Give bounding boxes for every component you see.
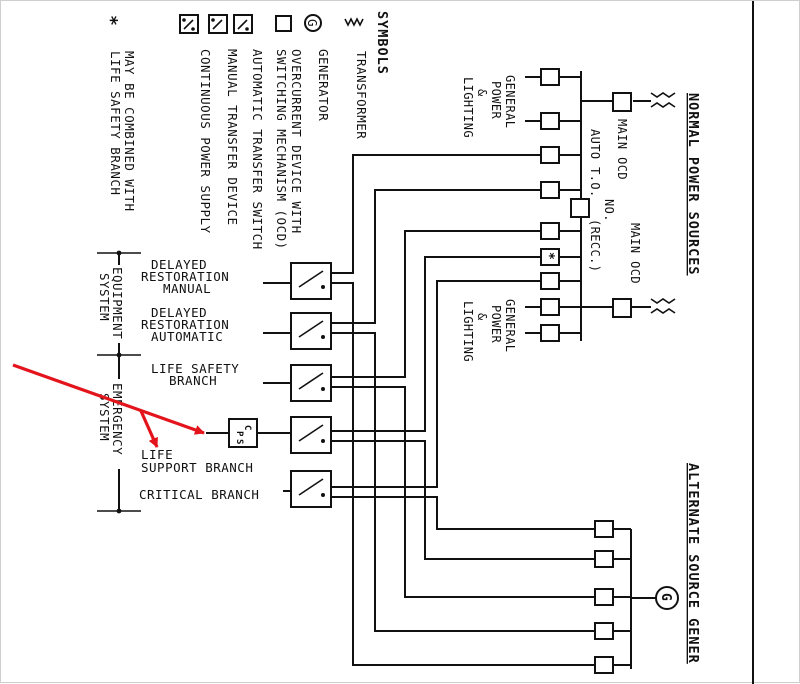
equipment-l2: SYSTEM (97, 273, 112, 321)
transformer-2-icon (650, 298, 676, 314)
normal-sources: NORMAL POWER SOURCES MAIN OCD GENERAL PO… (461, 68, 701, 362)
cr-l1: CRITICAL BRANCH (139, 487, 259, 502)
da-l3: AUTOMATIC (151, 329, 223, 344)
dm-l2: RESTORATION (141, 269, 229, 284)
gp2-l2: POWER (489, 305, 503, 343)
main-ocd-1-label: MAIN OCD (615, 119, 629, 180)
normal-title: NORMAL POWER SOURCES (685, 93, 701, 276)
transfer-switches (290, 262, 332, 508)
gp1-l2: POWER (489, 81, 503, 119)
manual-transfer-switch-icon (208, 14, 228, 34)
da-l1: DELAYED (151, 305, 207, 320)
legend-ocd-label-1: OVERCURRENT DEVICE WITH (289, 49, 304, 234)
generator-main-glyph: G (658, 593, 673, 601)
ls-l2: BRANCH (169, 373, 217, 388)
bus1-ocd-1 (540, 68, 560, 86)
switch-delayed-automatic (290, 312, 332, 350)
automatic-transfer-switch-icon (233, 14, 253, 34)
gp1-l1: GENERAL (503, 75, 517, 128)
bus1-ocd-3 (540, 146, 560, 164)
legend-note-1: MAY BE COMBINED WITH (122, 51, 137, 212)
symbols-title: SYMBOLS (374, 11, 390, 75)
main-ocd-2-box (612, 298, 632, 318)
dm-l1: DELAYED (151, 257, 207, 272)
switch-critical (290, 470, 332, 508)
cps-glyph-p: P (234, 431, 244, 437)
legend-ats-label: AUTOMATIC TRANSFER SWITCH (250, 49, 265, 250)
gp1-l4: LIGHTING (461, 77, 475, 138)
bus2-ocd-5 (540, 324, 560, 342)
switch-life-support (290, 416, 332, 454)
bus1-ocd-2 (540, 112, 560, 130)
bus2-ocd-4 (540, 298, 560, 316)
alt-ocd-4 (594, 622, 614, 640)
da-l2: RESTORATION (141, 317, 229, 332)
lsu-l2: SUPPORT BRANCH (141, 460, 253, 475)
switch-delayed-manual (290, 262, 332, 300)
legend-transformer-label: TRANSFORMER (354, 51, 369, 139)
alt-ocd-2 (594, 550, 614, 568)
bus2-ocd-1 (540, 222, 560, 240)
lsu-l1: LIFE (141, 447, 173, 462)
red-arrow-to-cps-icon (12, 363, 205, 435)
red-arrow-to-life-support-icon (139, 410, 159, 448)
alternate-title: ALTERNATE SOURCE GENER (685, 463, 701, 664)
dm-l3: MANUAL (163, 281, 211, 296)
alt-ocd-1 (594, 520, 614, 538)
ls-l1: LIFE SAFETY (151, 361, 239, 376)
cps-glyph-c: C (242, 425, 252, 430)
annotation-arrows (12, 363, 205, 448)
branch-labels: DELAYED RESTORATION MANUAL DELAYED RESTO… (139, 257, 259, 502)
alternate-feeders (331, 282, 595, 666)
legend-note-2: LIFE SAFETY BRANCH (108, 51, 123, 195)
tie-ocd-box (570, 198, 590, 218)
generator-icon (304, 14, 322, 32)
continuous-power-supply-icon (179, 14, 199, 34)
system-brackets: EQUIPMENT SYSTEM EMERGENCY SYSTEM (97, 250, 141, 514)
gp2-l1: GENERAL (503, 299, 517, 352)
switch-life-safety (290, 364, 332, 402)
main-ocd-1-box (612, 92, 632, 112)
transformer-1-icon (650, 92, 676, 108)
branch-leads (257, 282, 291, 492)
legend-mts-label: MANUAL TRANSFER DEVICE (225, 49, 240, 226)
legend-generator-label: GENERATOR (316, 49, 331, 121)
emergency-l2: SYSTEM (97, 393, 112, 441)
auto-to-label: AUTO T.O. (588, 129, 602, 198)
gp1-l3: & (475, 89, 489, 97)
legend-generator-glyph: G (305, 19, 320, 27)
ocd-box-icon (275, 15, 292, 32)
cps-block: C P S (206, 418, 258, 448)
no-label: NO. (602, 199, 616, 222)
legend-ocd-label-2: SWITCHING MECHANISM (OCD) (274, 49, 289, 250)
recc-label: (RECC.) (588, 219, 602, 272)
alternate-source: ALTERNATE SOURCE GENER G (594, 463, 701, 674)
asterisk-icon: * (100, 15, 121, 26)
cps-box (228, 418, 258, 448)
cps-glyph-s: S (234, 439, 244, 444)
starred-marker: * (541, 252, 556, 260)
symbols-legend: SYMBOLS TRANSFORMER G GENERATOR OVERCURR… (100, 11, 390, 250)
alt-ocd-5 (594, 656, 614, 674)
bus1-ocd-4 (540, 181, 560, 199)
gp2-l4: LIGHTING (461, 301, 475, 362)
bus2-ocd-3 (540, 272, 560, 290)
legend-cps-label: CONTINUOUS POWER SUPPLY (198, 49, 213, 234)
main-ocd-2-label: MAIN OCD (628, 223, 642, 284)
alt-ocd-3 (594, 588, 614, 606)
transformer-icon (344, 17, 364, 27)
equipment-l1: EQUIPMENT (110, 267, 125, 339)
gp2-l3: & (475, 313, 489, 321)
